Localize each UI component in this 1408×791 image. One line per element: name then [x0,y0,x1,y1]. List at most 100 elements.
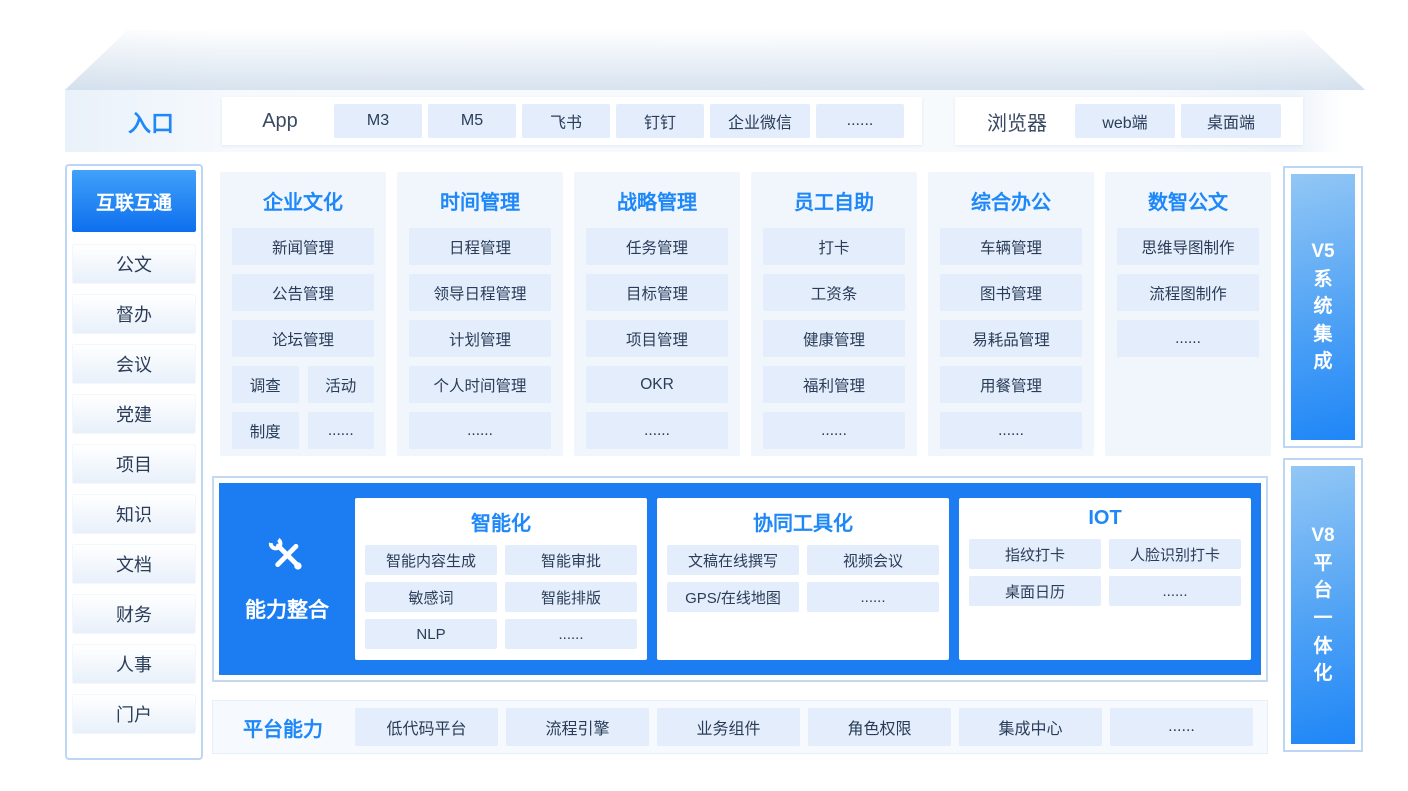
module-item[interactable]: 项目管理 [586,320,728,357]
sidebar-item-interconnect[interactable]: 互联互通 [72,170,196,232]
module-item[interactable]: ...... [586,412,728,449]
module-item[interactable]: 工资条 [763,274,905,311]
module-item[interactable]: 公告管理 [232,274,374,311]
platform-item-components[interactable]: 业务组件 [657,708,800,746]
rail-v5-integration: V5 系 统 集 成 [1283,166,1363,448]
module-item[interactable]: ...... [940,412,1082,449]
module-item[interactable]: 健康管理 [763,320,905,357]
top-3d-cap [65,30,1365,90]
rail-v8-label: V8 平 台 一 体 化 [1291,466,1355,744]
module-item[interactable]: 用餐管理 [940,366,1082,403]
capability-section: 能力整合 智能化 智能内容生成 智能审批 敏感词 智能排版 NLP ...... [212,476,1268,682]
module-item[interactable]: 任务管理 [586,228,728,265]
entry-chip-m3[interactable]: M3 [334,104,422,138]
capability-blue-panel: 能力整合 智能化 智能内容生成 智能审批 敏感词 智能排版 NLP ...... [219,483,1261,675]
module-digital-docs: 数智公文 思维导图制作 流程图制作 ...... [1105,172,1271,456]
module-item[interactable]: ...... [763,412,905,449]
app-group: App M3 M5 飞书 钉钉 企业微信 ...... [222,97,922,145]
rail-v8-platform: V8 平 台 一 体 化 [1283,458,1363,752]
module-item[interactable]: 论坛管理 [232,320,374,357]
capability-item[interactable]: 指纹打卡 [969,539,1101,569]
sidebar: 互联互通 公文 督办 会议 党建 项目 知识 文档 财务 人事 门户 [65,164,203,760]
capability-item[interactable]: ...... [505,619,637,649]
platform-item-integration[interactable]: 集成中心 [959,708,1102,746]
module-item[interactable]: 福利管理 [763,366,905,403]
app-group-label: App [262,109,298,132]
capability-item[interactable]: 人脸识别打卡 [1109,539,1241,569]
platform-item-roles[interactable]: 角色权限 [808,708,951,746]
module-item[interactable]: 图书管理 [940,274,1082,311]
module-item[interactable]: OKR [586,366,728,403]
platform-item-lowcode[interactable]: 低代码平台 [355,708,498,746]
module-item[interactable]: 车辆管理 [940,228,1082,265]
capability-item[interactable]: 智能排版 [505,582,637,612]
capability-group-intelligence: 智能化 智能内容生成 智能审批 敏感词 智能排版 NLP ...... [355,498,647,660]
platform-item-more[interactable]: ...... [1110,708,1253,746]
module-item[interactable]: 思维导图制作 [1117,228,1259,265]
platform-label: 平台能力 [243,718,323,741]
module-time-management: 时间管理 日程管理 领导日程管理 计划管理 个人时间管理 ...... [397,172,563,456]
module-item[interactable]: 流程图制作 [1117,274,1259,311]
module-title: 时间管理 [440,192,520,214]
module-title: 数智公文 [1148,192,1228,214]
module-item[interactable]: ...... [1117,320,1259,357]
sidebar-item-finance[interactable]: 财务 [72,594,196,634]
sidebar-item-project[interactable]: 项目 [72,444,196,484]
capability-item[interactable]: 桌面日历 [969,576,1101,606]
module-item[interactable]: 领导日程管理 [409,274,551,311]
sidebar-item-meeting[interactable]: 会议 [72,344,196,384]
group-title: IOT [1088,507,1122,529]
sidebar-item-official-doc[interactable]: 公文 [72,244,196,284]
module-item[interactable]: 活动 [307,366,374,403]
module-item[interactable]: 新闻管理 [232,228,374,265]
module-employee-self-service: 员工自助 打卡 工资条 健康管理 福利管理 ...... [751,172,917,456]
module-strategy-management: 战略管理 任务管理 目标管理 项目管理 OKR ...... [574,172,740,456]
capability-item[interactable]: 智能内容生成 [365,545,497,575]
sidebar-item-knowledge[interactable]: 知识 [72,494,196,534]
capability-left: 能力整合 [219,483,355,675]
entry-chip-wecom[interactable]: 企业微信 [710,104,810,138]
sidebar-item-document[interactable]: 文档 [72,544,196,584]
entry-chip-web[interactable]: web端 [1075,104,1175,138]
browser-group-label: 浏览器 [987,112,1047,135]
capability-item[interactable]: 文稿在线撰写 [667,545,799,575]
module-item[interactable]: 目标管理 [586,274,728,311]
entry-chip-dingtalk[interactable]: 钉钉 [616,104,704,138]
module-title: 员工自助 [794,192,874,214]
module-general-office: 综合办公 车辆管理 图书管理 易耗品管理 用餐管理 ...... [928,172,1094,456]
capability-label: 能力整合 [245,599,329,622]
rail-v5-label: V5 系 统 集 成 [1291,174,1355,440]
sidebar-item-hr[interactable]: 人事 [72,644,196,684]
module-item[interactable]: ...... [307,412,374,449]
entry-chip-m5[interactable]: M5 [428,104,516,138]
sidebar-item-party[interactable]: 党建 [72,394,196,434]
capability-item[interactable]: 敏感词 [365,582,497,612]
entry-chip-more[interactable]: ...... [816,104,904,138]
capability-item[interactable]: ...... [1109,576,1241,606]
capability-item[interactable]: 智能审批 [505,545,637,575]
entry-label: 入口 [128,110,174,136]
module-item[interactable]: 调查 [232,366,299,403]
capability-group-iot: IOT 指纹打卡 人脸识别打卡 桌面日历 ...... [959,498,1251,660]
platform-item-workflow[interactable]: 流程引擎 [506,708,649,746]
capability-item[interactable]: ...... [807,582,939,612]
module-title: 战略管理 [617,192,697,214]
capability-item[interactable]: 视频会议 [807,545,939,575]
sidebar-item-supervision[interactable]: 督办 [72,294,196,334]
module-item[interactable]: 打卡 [763,228,905,265]
capability-item[interactable]: NLP [365,619,497,649]
capability-item[interactable]: GPS/在线地图 [667,582,799,612]
entry-bar: 入口 App M3 M5 飞书 钉钉 企业微信 ...... 浏览器 web端 … [65,90,1345,152]
module-title: 企业文化 [263,192,343,214]
module-title: 综合办公 [971,192,1051,214]
module-item[interactable]: 计划管理 [409,320,551,357]
tools-icon [268,536,302,570]
entry-chip-feishu[interactable]: 飞书 [522,104,610,138]
sidebar-item-portal[interactable]: 门户 [72,694,196,734]
module-item[interactable]: 个人时间管理 [409,366,551,403]
module-item[interactable]: ...... [409,412,551,449]
module-item[interactable]: 日程管理 [409,228,551,265]
entry-chip-desktop[interactable]: 桌面端 [1181,104,1281,138]
module-item[interactable]: 易耗品管理 [940,320,1082,357]
module-item[interactable]: 制度 [232,412,299,449]
